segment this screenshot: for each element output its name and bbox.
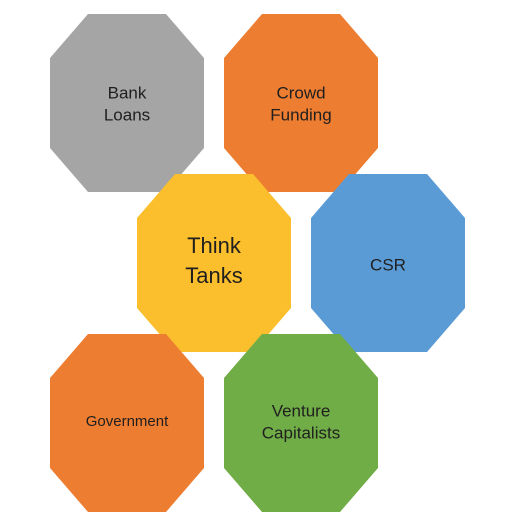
hex-government-label: Government xyxy=(86,413,169,430)
hex-government-shape xyxy=(50,334,204,512)
hex-think-tanks-label-2: Tanks xyxy=(185,263,242,288)
hex-venture-capitalists-label-2: Capitalists xyxy=(262,423,340,442)
hex-venture-capitalists-shape xyxy=(224,334,378,512)
hex-bank-loans-label-2: Loans xyxy=(104,105,150,124)
hex-bank-loans-shape xyxy=(50,14,204,192)
hex-think-tanks-label-1: Think xyxy=(187,233,242,258)
hex-csr-label: CSR xyxy=(370,255,406,274)
hex-crowd-funding-shape xyxy=(224,14,378,192)
hex-crowd-funding-label-2: Funding xyxy=(270,105,331,124)
hex-csr: CSR xyxy=(311,174,465,352)
hex-bank-loans: Bank Loans xyxy=(50,14,204,192)
hex-crowd-funding: Crowd Funding xyxy=(224,14,378,192)
hex-venture-capitalists: Venture Capitalists xyxy=(224,334,378,512)
hex-government: Government xyxy=(50,334,204,512)
hex-bank-loans-label-1: Bank xyxy=(108,83,147,102)
hex-crowd-funding-label-1: Crowd xyxy=(276,83,325,102)
hex-think-tanks: Think Tanks xyxy=(137,174,291,352)
hex-venture-capitalists-label-1: Venture xyxy=(272,401,331,420)
hex-think-tanks-shape xyxy=(137,174,291,352)
hex-csr-shape xyxy=(311,174,465,352)
